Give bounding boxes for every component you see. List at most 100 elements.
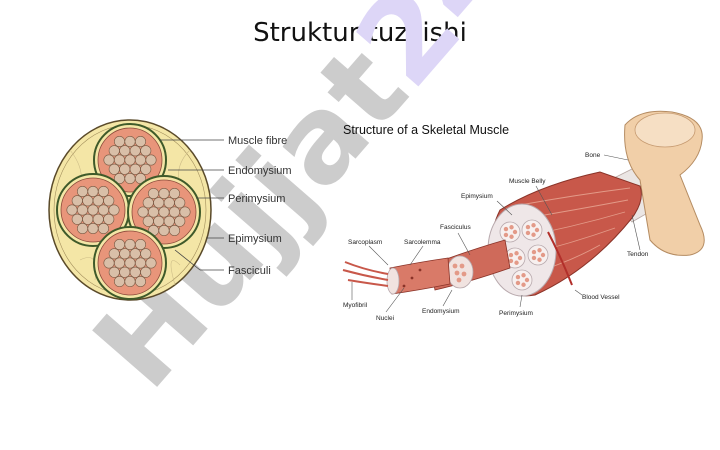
muscle-fibre-circle — [103, 213, 115, 225]
cut-fiber — [524, 277, 530, 283]
skeletal-muscle-heading: Structure of a Skeletal Muscle — [343, 123, 509, 137]
muscle-fibre-circle — [87, 186, 99, 198]
label-blood-vessel: Blood Vessel — [582, 294, 620, 301]
cut-fiber — [515, 274, 521, 280]
cut-fiber — [537, 248, 542, 253]
muscle-fibre-circle — [135, 257, 147, 269]
cut-fiber — [531, 232, 536, 237]
muscle-fibre-circle — [153, 215, 165, 227]
muscle-fibre-circle — [103, 154, 115, 166]
cut-fiber — [514, 260, 519, 265]
muscle-fibre-circle — [129, 145, 141, 157]
label-myofibril: Myofibril — [343, 302, 368, 309]
cut-fiber — [509, 225, 514, 230]
cut-fiber — [521, 273, 526, 278]
muscle-fibre-circle — [169, 188, 181, 200]
muscle-fibre-circle — [119, 266, 131, 278]
cut-fiber — [517, 255, 523, 261]
muscle-fibre-circle — [169, 206, 181, 218]
muscle-fibre-circle — [124, 275, 136, 287]
label-nuclei: Nuclei — [376, 315, 394, 322]
label-muscle-belly: Muscle Belly — [509, 178, 546, 185]
muscle-fibre-circle — [148, 206, 160, 218]
label-fasciculus: Fasciculus — [440, 224, 471, 231]
muscle-fibre-circle — [71, 213, 83, 225]
muscle-fibre-circle — [114, 136, 126, 148]
muscle-fibre-circle — [124, 172, 136, 184]
muscle-fiber — [389, 257, 451, 295]
muscle-fibre-circle — [114, 275, 126, 287]
label-bone: Bone — [585, 152, 601, 159]
muscle-fibre-circle — [119, 145, 131, 157]
muscle-fibre-circle — [114, 239, 126, 251]
muscle-fibre-circle — [163, 197, 175, 209]
muscle-fibre-circle — [82, 195, 94, 207]
cut-fascicle — [511, 269, 533, 291]
muscle-fibre-circle — [77, 186, 89, 198]
label-fasciculi: Fasciculi — [228, 265, 271, 277]
muscle-fibre-circle — [124, 154, 136, 166]
muscle-fibre-circle — [87, 204, 99, 216]
blood-vessel — [547, 231, 573, 286]
muscle-fibre-circle — [77, 204, 89, 216]
muscle-fibre-circle — [114, 257, 126, 269]
fascicle-group — [56, 123, 201, 300]
muscle-fibre-circle — [103, 257, 115, 269]
label-tendon: Tendon — [627, 251, 649, 258]
muscle-fibre-circle — [119, 248, 131, 260]
muscle-fibre-circle — [108, 248, 120, 260]
muscle-fibre-circle — [124, 136, 136, 148]
muscle-fibre-circle — [174, 215, 186, 227]
cut-fiber — [514, 251, 519, 256]
muscle-fibre-circle — [135, 136, 147, 148]
muscle-fibre-circle — [179, 206, 191, 218]
cut-fiber — [531, 255, 537, 261]
muscle-fibre-circle — [135, 154, 147, 166]
cut-fiber — [508, 252, 514, 258]
cut-fiber — [537, 257, 542, 262]
label-epimysium: Epimysium — [228, 233, 282, 245]
cut-fascicle — [499, 221, 521, 243]
cut-fiber — [531, 223, 536, 228]
slide-title: Struktur tuzilishi — [253, 18, 467, 48]
muscle-fibre-circle — [163, 215, 175, 227]
muscle-fibre-circle — [92, 195, 104, 207]
muscle-fibre-circle — [140, 163, 152, 175]
cut-fiber — [540, 252, 546, 258]
cut-fiber — [515, 280, 521, 286]
muscle-fibre-circle — [71, 195, 83, 207]
muscle-fibre-circle — [158, 206, 170, 218]
cut-fiber — [503, 226, 509, 232]
muscle-fibre-circle — [98, 222, 110, 234]
cut-fiber — [534, 227, 540, 233]
skeletal-muscle-illustration — [342, 110, 705, 297]
cut-fiber — [508, 258, 514, 264]
muscle-fibre-circle — [153, 197, 165, 209]
muscle-fibre-circle — [145, 154, 157, 166]
label-endomysium-muscle: Endomysium — [422, 308, 460, 315]
muscle-fibre-circle — [140, 145, 152, 157]
muscle-fibre-circle — [98, 186, 110, 198]
muscle-fibre-circle — [135, 275, 147, 287]
muscle-fibre-circle — [92, 213, 104, 225]
muscle-fibre-circle — [108, 266, 120, 278]
muscle-fibre-circle — [108, 145, 120, 157]
muscle-fibre-circle — [129, 163, 141, 175]
muscle-fibre-circle — [66, 204, 78, 216]
muscle-fibre-circle — [140, 248, 152, 260]
cut-fiber — [509, 234, 514, 239]
muscle-fibre-circle — [103, 195, 115, 207]
muscle-cross-section — [48, 119, 212, 301]
cut-fiber — [503, 232, 509, 238]
muscle-fibre-circle — [174, 197, 186, 209]
muscle-fibre-circle — [87, 222, 99, 234]
muscle-fibre-circle — [108, 163, 120, 175]
cut-fiber — [531, 249, 537, 255]
cut-fascicle — [521, 219, 543, 241]
muscle-fibre-circle — [135, 239, 147, 251]
muscle-fibre-circle — [169, 224, 181, 236]
muscle-fibre-circle — [158, 224, 170, 236]
muscle-fibre-circle — [124, 257, 136, 269]
label-sarcoplasm: Sarcoplasm — [348, 239, 382, 246]
